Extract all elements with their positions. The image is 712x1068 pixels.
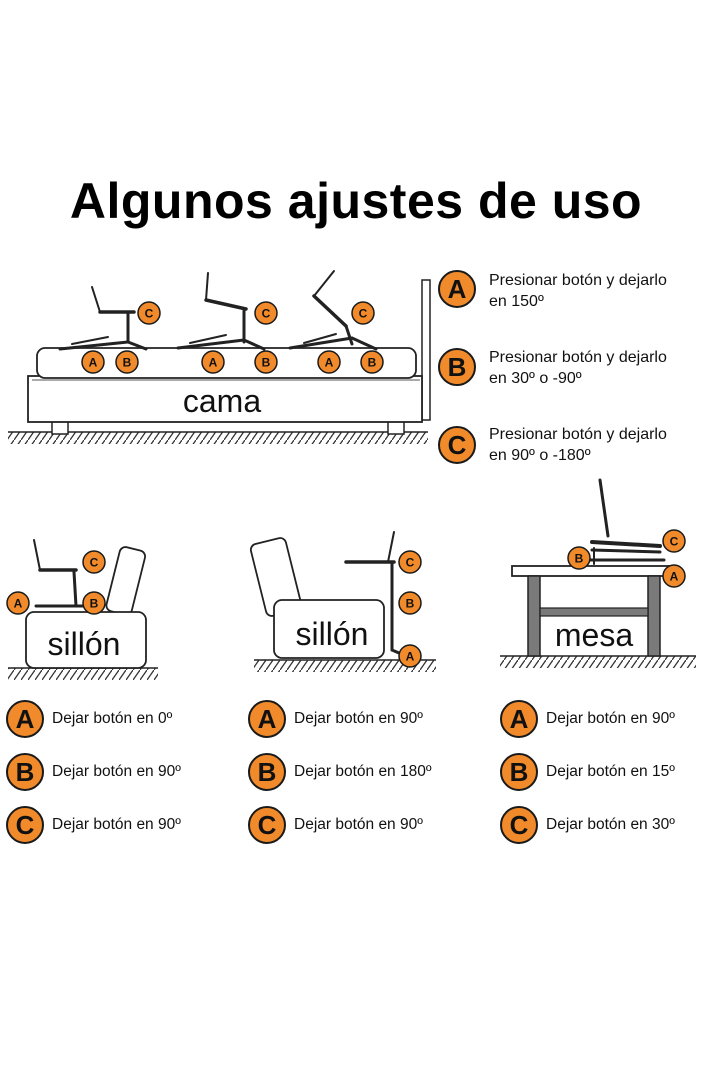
laptop-stand bbox=[582, 478, 666, 565]
legend-badge-a: A bbox=[248, 700, 286, 738]
marker-badge-a bbox=[398, 644, 422, 668]
marker-badge-a bbox=[201, 350, 225, 374]
legend-row: C Dejar botón en 30º bbox=[500, 806, 675, 844]
marker-badge-letter: C bbox=[262, 307, 271, 321]
marker-badge-letter: B bbox=[90, 597, 99, 611]
legend-row: A Dejar botón en 90º bbox=[248, 700, 423, 738]
laptop-stand bbox=[176, 272, 266, 351]
marker-badge-c bbox=[82, 550, 106, 574]
legend-badge-b: B bbox=[6, 753, 44, 791]
marker-badge-letter: C bbox=[90, 556, 99, 570]
armchair-1-illustration: sillón bbox=[8, 539, 158, 680]
legend-row: A Dejar botón en 90º bbox=[500, 700, 675, 738]
legend-badge-a: A bbox=[438, 270, 476, 308]
legend-row: C Dejar botón en 90º bbox=[248, 806, 423, 844]
marker-badge-letter: B bbox=[575, 552, 584, 566]
marker-badge-letter: C bbox=[145, 307, 154, 321]
marker-badge-c bbox=[398, 550, 422, 574]
marker-badge-c bbox=[662, 529, 686, 553]
marker-badge-letter: C bbox=[670, 535, 679, 549]
marker-badge-a bbox=[6, 591, 30, 615]
marker-badge-b bbox=[398, 591, 422, 615]
marker-badge-letter: A bbox=[209, 356, 218, 370]
bed-base bbox=[27, 375, 423, 423]
marker-badge-letter: B bbox=[262, 356, 271, 370]
legend-row: A Dejar botón en 0º bbox=[6, 700, 172, 738]
legend-row: B Dejar botón en 15º bbox=[500, 753, 675, 791]
armchair-1-label: sillón bbox=[48, 626, 121, 662]
marker-badge-b bbox=[360, 350, 384, 374]
table-top bbox=[511, 565, 673, 577]
marker-badge-letter: C bbox=[406, 556, 415, 570]
bed-legend-a-text: Presionar botón y dejarlo en 150º bbox=[489, 272, 667, 310]
marker-badge-a bbox=[81, 350, 105, 374]
table-rail bbox=[539, 607, 649, 617]
table-leg bbox=[527, 575, 541, 657]
legend-badge-b: B bbox=[500, 753, 538, 791]
bed-legend-c-text: Presionar botón y dejarlo en 90º o -180º bbox=[489, 426, 667, 464]
legend-badge-c: C bbox=[6, 806, 44, 844]
legend-badge-b: B bbox=[438, 348, 476, 386]
armchair-2-label: sillón bbox=[296, 616, 369, 652]
bed-legend-b-text: Presionar botón y dejarlo en 30º o -90º bbox=[489, 349, 667, 387]
marker-badge-letter: B bbox=[368, 356, 377, 370]
armchair-seat bbox=[25, 611, 147, 669]
table-label: mesa bbox=[555, 617, 633, 653]
page-title: Algunos ajustes de uso bbox=[69, 173, 643, 229]
marker-badge-letter: A bbox=[406, 650, 415, 664]
marker-badge-b bbox=[82, 591, 106, 615]
legend-badge-c: C bbox=[500, 806, 538, 844]
table-leg bbox=[647, 575, 661, 657]
marker-badge-c bbox=[254, 301, 278, 325]
laptop-stand bbox=[33, 539, 86, 608]
marker-badge-b bbox=[254, 350, 278, 374]
marker-badge-letter: A bbox=[14, 597, 23, 611]
legend-badge-b: B bbox=[248, 753, 286, 791]
marker-badge-a bbox=[662, 564, 686, 588]
laptop-stand bbox=[58, 286, 148, 351]
marker-badge-letter: A bbox=[670, 570, 679, 584]
legend-badge-a: A bbox=[6, 700, 44, 738]
marker-badge-c bbox=[137, 301, 161, 325]
marker-badge-b bbox=[567, 546, 591, 570]
legend-row: B Dejar botón en 90º bbox=[6, 753, 181, 791]
legend-badge-c: C bbox=[248, 806, 286, 844]
legend-badge-c: C bbox=[438, 426, 476, 464]
marker-badge-letter: A bbox=[89, 356, 98, 370]
floor-hatch bbox=[8, 432, 428, 444]
legend-row: B Dejar botón en 180º bbox=[248, 753, 432, 791]
bed-label: cama bbox=[183, 383, 261, 419]
marker-badge-c bbox=[351, 301, 375, 325]
marker-badge-b bbox=[115, 350, 139, 374]
marker-badge-a bbox=[317, 350, 341, 374]
marker-badge-letter: B bbox=[123, 356, 132, 370]
marker-badge-letter: B bbox=[406, 597, 415, 611]
armchair-backrest bbox=[105, 546, 146, 616]
bed-headboard bbox=[421, 279, 431, 421]
legend-badge-a: A bbox=[500, 700, 538, 738]
marker-badge-letter: A bbox=[325, 356, 334, 370]
laptop-stand bbox=[288, 270, 378, 351]
legend-row: C Dejar botón en 90º bbox=[6, 806, 181, 844]
armchair-seat bbox=[273, 599, 385, 659]
marker-badge-letter: C bbox=[359, 307, 368, 321]
